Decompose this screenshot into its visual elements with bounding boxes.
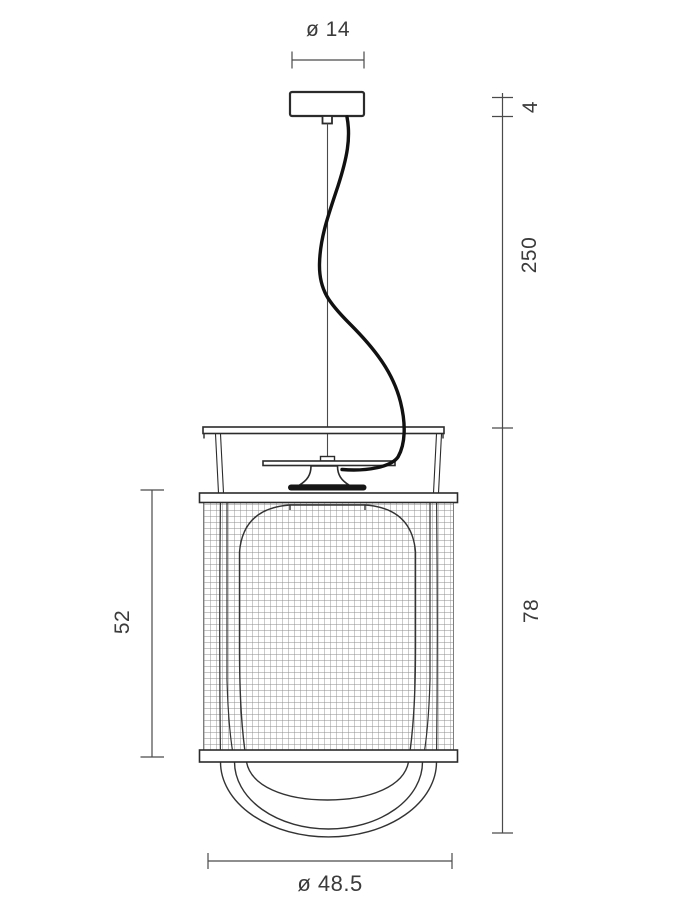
dimension-lines <box>140 51 513 869</box>
label-cable-drop: 250 <box>518 236 541 274</box>
dim-canopy-diameter <box>291 51 365 69</box>
socket-stem <box>288 465 367 491</box>
shade-top-frame <box>202 426 445 494</box>
frame-side-arms <box>219 493 438 763</box>
ceiling-canopy <box>288 90 366 125</box>
label-canopy-height: 4 <box>519 100 542 114</box>
mesh-shade <box>203 502 454 751</box>
bottom-frame-arcs <box>219 761 438 838</box>
label-mesh-height: 52 <box>111 609 134 635</box>
label-canopy-diameter: ø 14 <box>305 18 351 41</box>
dim-shade-diameter <box>207 853 453 869</box>
socket-base <box>288 484 367 491</box>
inner-diffuser <box>238 504 417 801</box>
label-shade-diameter: ø 48.5 <box>297 871 363 896</box>
dim-mesh-height <box>140 489 164 758</box>
reflector-disc <box>262 455 396 467</box>
strain-relief <box>321 115 333 125</box>
dim-right-heights <box>492 93 513 834</box>
label-shade-height: 78 <box>520 598 543 624</box>
mesh-rim-strips <box>198 492 459 763</box>
power-cable <box>317 115 406 472</box>
frame-posts <box>214 433 443 494</box>
